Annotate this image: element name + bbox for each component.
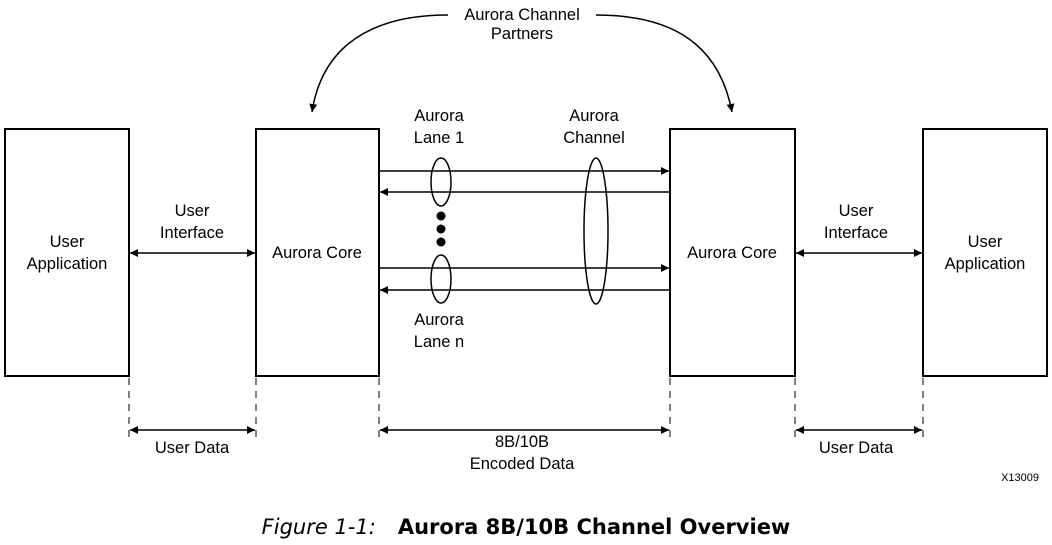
right-app-label-line2: Application bbox=[945, 255, 1026, 273]
lanen-ellipse bbox=[430, 254, 452, 304]
lane-dot-1 bbox=[436, 211, 446, 221]
lanen-label-line1: Aurora bbox=[414, 311, 464, 329]
dashed-extension-lines bbox=[128, 378, 924, 440]
figure-title: Aurora 8B/10B Channel Overview bbox=[397, 515, 791, 539]
encoded-data-label-line1: 8B/10B bbox=[495, 433, 549, 451]
lane1-label-line2: Lane 1 bbox=[414, 129, 464, 147]
right-core-label: Aurora Core bbox=[687, 244, 777, 262]
lane1-label-line1: Aurora bbox=[414, 107, 464, 125]
channel-ellipse bbox=[583, 157, 609, 305]
channel-label-line1: Aurora bbox=[569, 107, 619, 125]
left-core-label: Aurora Core bbox=[272, 244, 362, 262]
partners-label-line1: Aurora Channel bbox=[464, 6, 580, 24]
right-aurora-core-box bbox=[669, 128, 796, 377]
lanen-label-line2: Lane n bbox=[414, 333, 464, 351]
right-interface-label-line1: User bbox=[839, 202, 874, 220]
lane1-ellipse bbox=[430, 157, 452, 207]
left-interface-label-line2: Interface bbox=[160, 224, 224, 242]
left-aurora-core-box bbox=[255, 128, 380, 377]
lane-dot-3 bbox=[436, 237, 446, 247]
figure-number: Figure 1-1: bbox=[261, 515, 376, 539]
right-interface-label-line2: Interface bbox=[824, 224, 888, 242]
figure-id-label: X13009 bbox=[1001, 472, 1039, 484]
partners-arrow-left bbox=[309, 14, 449, 113]
right-app-label-line1: User bbox=[968, 233, 1003, 251]
left-interface-label-line1: User bbox=[175, 202, 210, 220]
right-user-data-label: User Data bbox=[819, 439, 894, 457]
partners-arrow-right bbox=[595, 14, 735, 113]
left-user-application-box bbox=[4, 128, 130, 377]
right-user-application-box bbox=[922, 128, 1048, 377]
aurora-channel-diagram: Aurora Channel Partners User Application… bbox=[4, 6, 1048, 484]
encoded-data-label-line2: Encoded Data bbox=[470, 455, 575, 473]
lane-dot-2 bbox=[436, 224, 446, 234]
left-app-label-line2: Application bbox=[27, 255, 108, 273]
left-app-label-line1: User bbox=[50, 233, 85, 251]
channel-label-line2: Channel bbox=[563, 129, 624, 147]
partners-label-line2: Partners bbox=[491, 25, 553, 43]
figure-caption: Figure 1-1: Aurora 8B/10B Channel Overvie… bbox=[0, 515, 1052, 540]
left-user-data-label: User Data bbox=[155, 439, 230, 457]
